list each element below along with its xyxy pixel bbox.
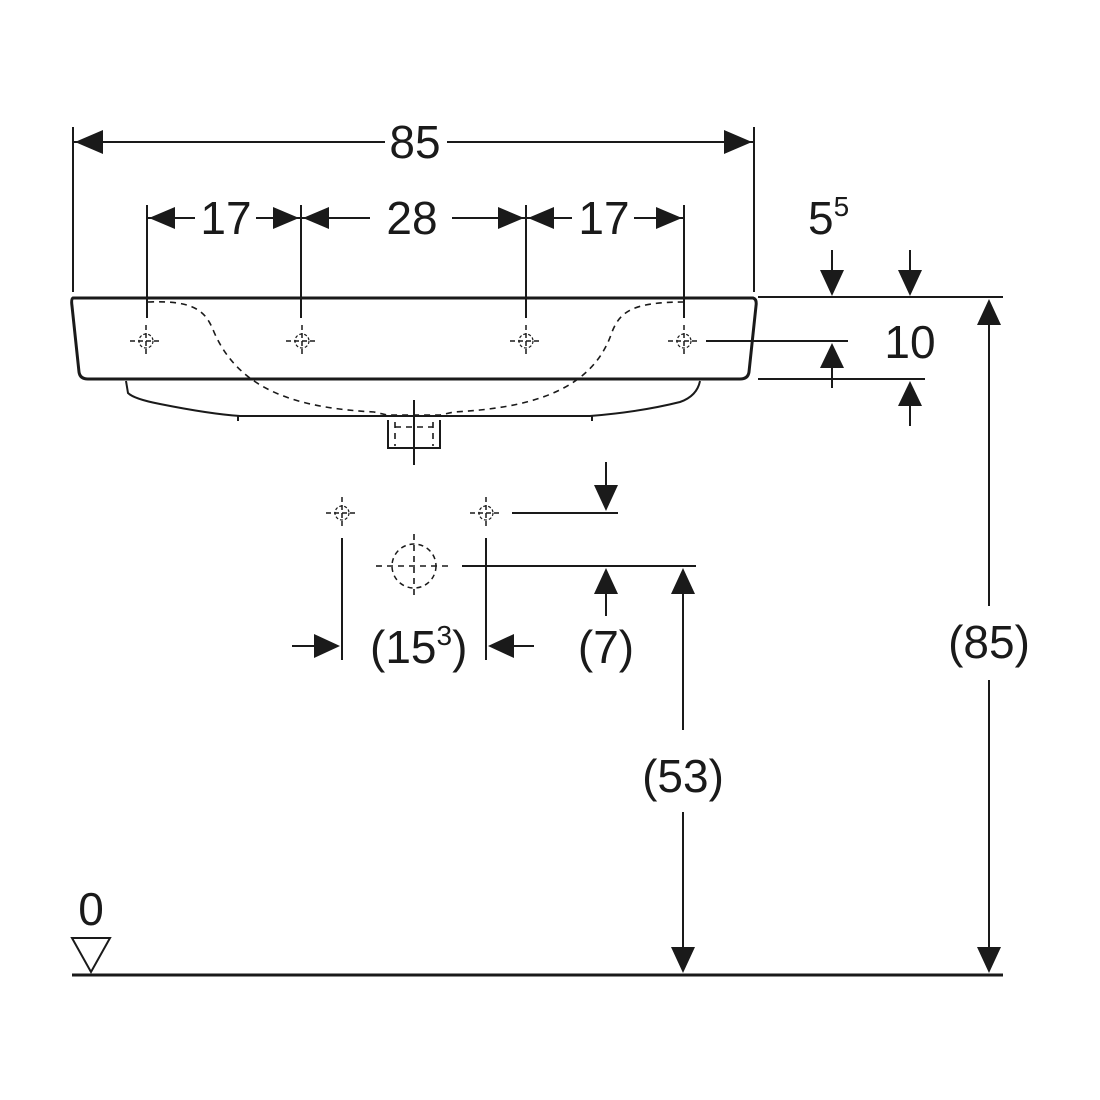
floor-line: 0 [70, 883, 1003, 977]
mount-spacing-label: (153) [370, 620, 467, 673]
rim-dimensions: 55 10 [706, 191, 1003, 426]
waste-height-dimension: (53) [642, 568, 724, 973]
tap-spacing-center-label: 28 [386, 192, 437, 244]
mount-spacing-dimension: (153) [292, 620, 534, 673]
overall-width-label: 85 [389, 116, 440, 168]
rim-offset-label: 55 [808, 191, 849, 244]
tap-offset-right-label: 17 [578, 192, 629, 244]
mount-vertical-label: (7) [578, 621, 634, 673]
tap-spacing-dimension: 17 28 17 [146, 192, 685, 318]
wall-mount-markers [325, 496, 618, 660]
floor-level-label: 0 [78, 883, 104, 935]
mount-vertical-dimension: (7) [578, 462, 634, 673]
tap-offset-left-label: 17 [200, 192, 251, 244]
overall-width-dimension: 85 [72, 116, 755, 292]
waste-height-label: (53) [642, 750, 724, 802]
washbasin-outline [70, 296, 758, 465]
floor-level-symbol [70, 937, 112, 975]
tap-hole-markers [129, 324, 701, 358]
rim-height-label: 10 [884, 316, 935, 368]
waste-pipe-marker [376, 534, 696, 598]
total-height-label: (85) [948, 616, 1030, 668]
total-height-dimension: (85) [948, 299, 1030, 973]
basin-inner-contour [147, 301, 685, 416]
